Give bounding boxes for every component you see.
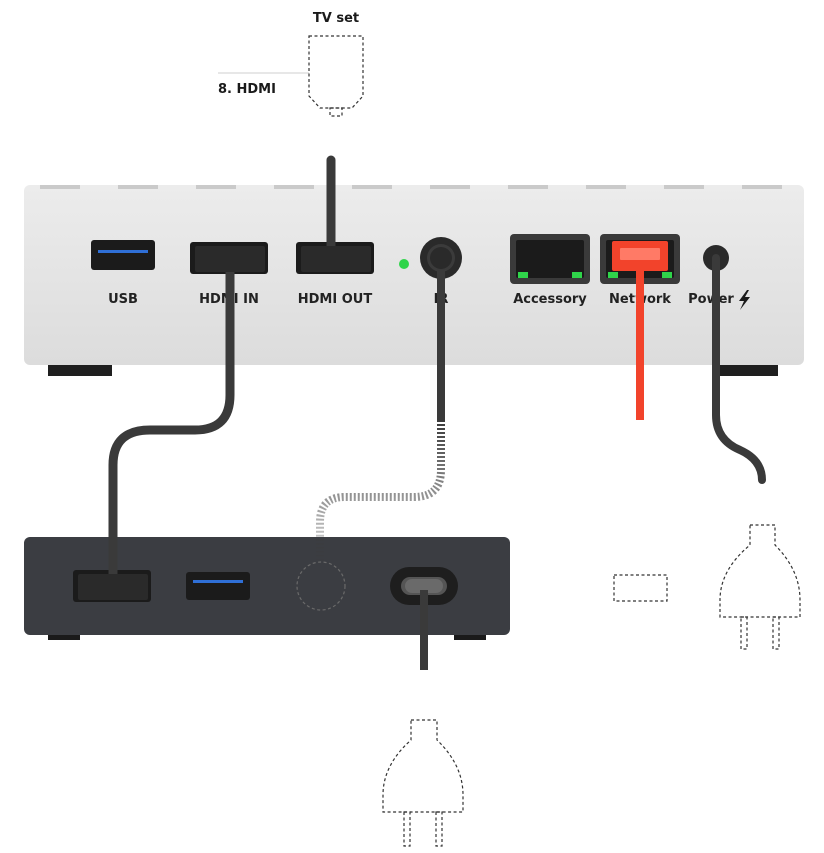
hub-usb-port[interactable] [91, 240, 155, 270]
tv-set-label: TV set [313, 11, 359, 26]
hub-power-plug-outline [719, 524, 801, 618]
hub-foot-left [48, 362, 112, 376]
hub-power-cable [712, 254, 766, 484]
hub-foot-right [714, 362, 778, 376]
ir-plug [430, 247, 452, 269]
source-power-prong-right [435, 811, 443, 847]
source-power-prong-left [403, 811, 411, 847]
hdmi-plug-neck [329, 107, 343, 117]
source-power-plug-outline [382, 719, 464, 813]
network-plug-highlight [620, 248, 660, 260]
accessory-label: Accessory [513, 292, 587, 307]
source-body [24, 537, 510, 635]
ir-cable-fade [316, 420, 445, 562]
hdmi-plug-outline-tv [308, 35, 364, 109]
tv-set-callout: TV set 8. HDMI [218, 11, 364, 160]
hub-body [24, 185, 804, 365]
hdmi-in-cable [108, 257, 235, 585]
usb-label: USB [108, 292, 138, 307]
hub-top-vents [40, 185, 782, 189]
hdmi-out-plug [301, 246, 371, 272]
ir-receiver-target [296, 561, 346, 611]
lightning-bolt-icon [739, 290, 750, 310]
hub-accessory-port[interactable] [510, 234, 590, 284]
hdmi-in-plug [195, 246, 265, 272]
network-plug-outline [613, 574, 668, 602]
source-usb-port[interactable] [186, 572, 250, 600]
hdmi-out-label: HDMI OUT [298, 292, 373, 307]
status-led [399, 259, 409, 269]
source-hdmi-plug [78, 574, 148, 600]
hub-power-prong-right [772, 616, 780, 650]
hub-device: USB HDMI IN HDMI OUT IR Accessory [24, 185, 804, 376]
source-power-plug [405, 579, 443, 593]
power-label: Power [688, 292, 734, 307]
hdmi-reference-label: 8. HDMI [218, 82, 276, 97]
hub-power-prong-left [740, 616, 748, 650]
